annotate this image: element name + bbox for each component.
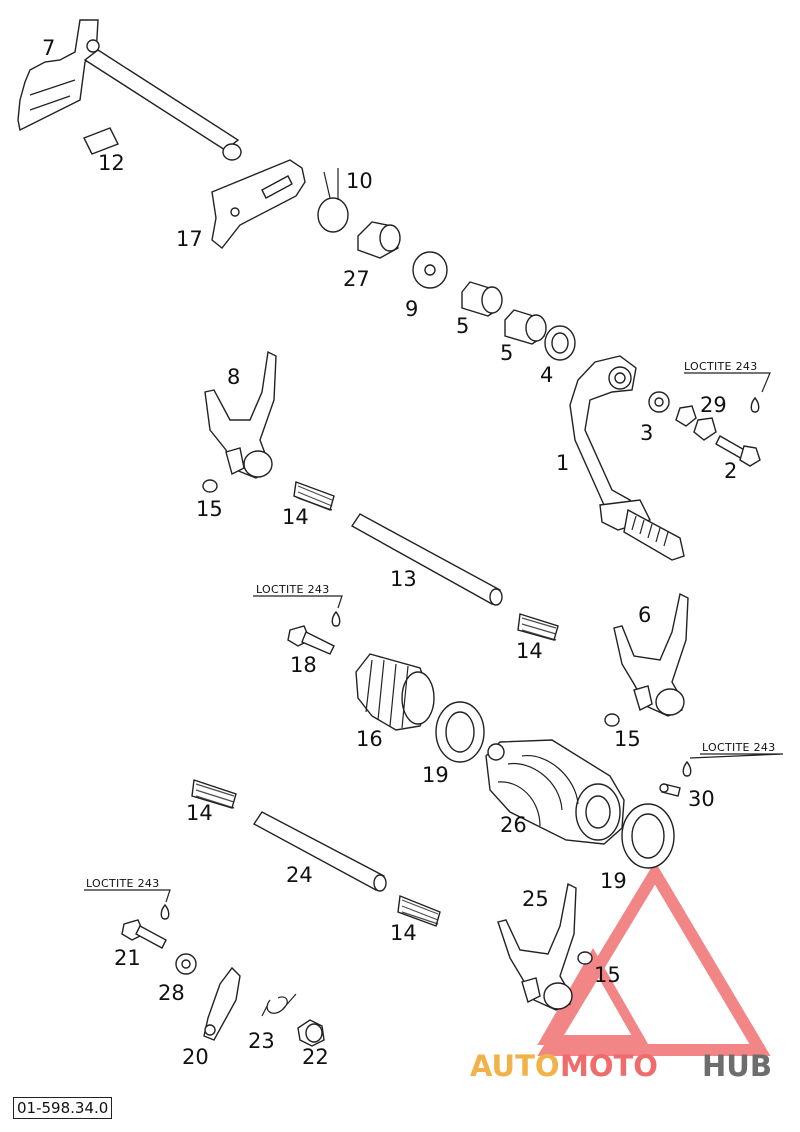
part-number-label: 9 xyxy=(405,297,418,321)
part-number-label: 5 xyxy=(500,341,513,365)
washer-part xyxy=(648,391,670,413)
part-number-label: 15 xyxy=(196,497,223,521)
part-number-label: 14 xyxy=(390,921,417,945)
loctite-label: LOCTITE 243 xyxy=(256,583,330,596)
circlip-part xyxy=(317,168,349,233)
spring-part xyxy=(293,481,335,511)
loctite-label: LOCTITE 243 xyxy=(684,360,758,373)
washer-part xyxy=(175,953,197,975)
part-number-label: 14 xyxy=(516,639,543,663)
part-number-label: 23 xyxy=(248,1029,275,1053)
shift-plate-part xyxy=(211,159,306,249)
guide-roller-part xyxy=(604,713,620,727)
spring-part xyxy=(397,895,441,927)
needle-bearing-part xyxy=(461,281,503,317)
shift-fork-part xyxy=(204,350,277,479)
seal-ring-part xyxy=(544,325,576,361)
locking-lever-part xyxy=(203,966,241,1041)
part-number-label: 15 xyxy=(614,727,641,751)
fork-rod-part xyxy=(350,513,503,606)
part-number-label: 27 xyxy=(343,267,370,291)
spring-part xyxy=(191,779,237,809)
shift-fork-part xyxy=(497,882,577,1011)
bolt-part xyxy=(287,625,335,655)
part-number-label: 5 xyxy=(456,314,469,338)
guide-bushing-part xyxy=(357,221,401,259)
part-number-label: 4 xyxy=(540,363,553,387)
part-number-label: 12 xyxy=(98,151,125,175)
loctite-label: LOCTITE 243 xyxy=(86,877,160,890)
part-number-label: 8 xyxy=(227,365,240,389)
part-number-label: 17 xyxy=(176,227,203,251)
screw-part xyxy=(659,783,681,797)
part-number-label: 19 xyxy=(422,763,449,787)
part-number-label: 14 xyxy=(186,801,213,825)
loctite-drop-icon xyxy=(160,903,170,920)
part-number-label: 19 xyxy=(600,869,627,893)
part-number-label: 29 xyxy=(700,393,727,417)
bearing-ring-part xyxy=(621,803,675,869)
locating-cam-part xyxy=(355,653,435,731)
part-number-label: 6 xyxy=(638,603,651,627)
part-number-label: 24 xyxy=(286,863,313,887)
shift-shaft-part xyxy=(17,19,242,161)
part-number-label: 25 xyxy=(522,887,549,911)
bolt-part xyxy=(121,919,167,949)
loctite-drop-icon xyxy=(331,610,341,627)
watermark-text-moto: MOTO xyxy=(560,1049,658,1083)
spring-part xyxy=(83,127,119,155)
loctite-leader-lines xyxy=(84,372,784,903)
part-number-label: 15 xyxy=(594,963,621,987)
part-number-label: 13 xyxy=(390,567,417,591)
loctite-drop-icon xyxy=(682,760,692,777)
guide-roller-part xyxy=(577,951,593,965)
washer-part xyxy=(412,251,448,289)
part-number-label: 26 xyxy=(500,813,527,837)
part-number-label: 7 xyxy=(42,36,55,60)
needle-bearing-part xyxy=(504,309,547,345)
fork-rod-part xyxy=(252,811,387,892)
loctite-label: LOCTITE 243 xyxy=(702,741,776,754)
part-number-label: 2 xyxy=(724,459,737,483)
shift-drum-part xyxy=(485,739,625,845)
part-number-label: 3 xyxy=(640,421,653,445)
watermark-text: AUTO MOTO HUB xyxy=(470,1049,772,1083)
part-number-label: 22 xyxy=(302,1045,329,1069)
torsion-spring-part xyxy=(261,993,297,1017)
part-number-label: 20 xyxy=(182,1045,209,1069)
roller-part xyxy=(297,1019,325,1047)
nut-part xyxy=(675,405,717,441)
guide-roller-part xyxy=(202,479,218,493)
part-number-label: 30 xyxy=(688,787,715,811)
shift-fork-part xyxy=(613,592,689,717)
part-number-label: 10 xyxy=(346,169,373,193)
part-number-label: 21 xyxy=(114,946,141,970)
part-number-label: 18 xyxy=(290,653,317,677)
diagram-code: 01-598.34.0 xyxy=(13,1097,113,1119)
watermark-text-hub: HUB xyxy=(702,1049,772,1083)
spring-part xyxy=(517,613,559,641)
part-number-label: 1 xyxy=(556,451,569,475)
watermark-text-auto: AUTO xyxy=(470,1049,560,1083)
shift-lever-part xyxy=(569,355,685,561)
bearing-ring-part xyxy=(435,701,485,763)
bolt-part xyxy=(715,435,761,467)
watermark-logo xyxy=(537,861,771,1056)
part-number-label: 28 xyxy=(158,981,185,1005)
loctite-drop-icon xyxy=(750,396,760,413)
part-number-label: 16 xyxy=(356,727,383,751)
part-number-label: 14 xyxy=(282,505,309,529)
